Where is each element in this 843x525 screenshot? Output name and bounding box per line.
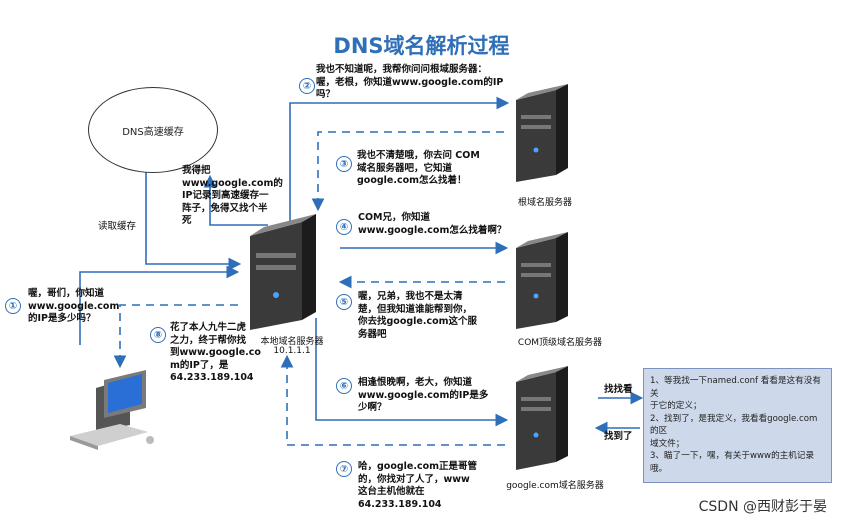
local-server-label: 本地域名服务器 xyxy=(260,337,324,347)
client-question: 喔，哥们，你知道 www.google.com 的IP是多少吗？ xyxy=(28,288,120,324)
step-8-badge: ⑧ xyxy=(150,327,166,343)
step-5-badge: ⑤ xyxy=(336,294,352,310)
search-label: 找找看 xyxy=(604,384,633,395)
message-3: 我也不清楚哦，你去问 COM 域名服务器吧，它知道 google.com怎么找着… xyxy=(357,150,480,186)
step-2-badge: ② xyxy=(299,78,315,94)
root-server-icon xyxy=(516,84,568,182)
page-title: DNS域名解析过程 xyxy=(333,34,510,58)
watermark: CSDN @西财彭于晏 xyxy=(698,499,827,515)
found-label: 找到了 xyxy=(604,431,633,442)
dns-cache-node: DNS高速缓存 xyxy=(88,87,218,173)
com-server-label: COM顶级域名服务器 xyxy=(517,338,603,348)
step-3-badge: ③ xyxy=(336,156,352,172)
local-server-ip: 10.1.1.1 xyxy=(273,346,311,356)
cache-note: 我得把 www.google.com的 IP记录到高速缓存一 阵子，免得又找个半… xyxy=(182,165,283,226)
step-1-badge: ① xyxy=(5,298,21,314)
message-2: 我也不知道呢，我帮你问问根域服务器： 喔，老根，你知道www.google.co… xyxy=(316,64,504,100)
message-8: 花了本人九牛二虎 之力，终于帮你找 到www.google.co m的IP了，是… xyxy=(170,322,261,383)
message-7: 哈，google.com正是哥管 的，你找对了人了，www 这台主机他就在 64… xyxy=(358,461,478,510)
message-4: COM兄，你知道 www.google.com怎么找着啊？ xyxy=(358,212,507,236)
message-6: 相逢恨晚啊，老大，你知道 www.google.com的IP是多 少啊？ xyxy=(358,377,489,413)
local-server-icon xyxy=(250,214,316,330)
step-7-badge: ⑦ xyxy=(336,461,352,477)
google-server-icon xyxy=(516,366,568,470)
message-5: 喔，兄弟，我也不是太清 楚，但我知道谁能帮到你， 你去找google.com这个… xyxy=(358,291,478,340)
step-4-badge: ④ xyxy=(336,219,352,235)
lookup-note-box: 1、等我找一下named.conf 看看是这有没有关 于它的定义； 2、找到了，… xyxy=(643,368,832,483)
step-6-badge: ⑥ xyxy=(336,378,352,394)
com-server-icon xyxy=(516,232,568,329)
client-computer-icon xyxy=(70,370,154,450)
root-server-label: 根域名服务器 xyxy=(517,198,572,208)
google-server-label: google.com域名服务器 xyxy=(506,481,604,491)
read-cache-label: 读取缓存 xyxy=(98,221,137,232)
dns-cache-label: DNS高速缓存 xyxy=(122,126,184,138)
